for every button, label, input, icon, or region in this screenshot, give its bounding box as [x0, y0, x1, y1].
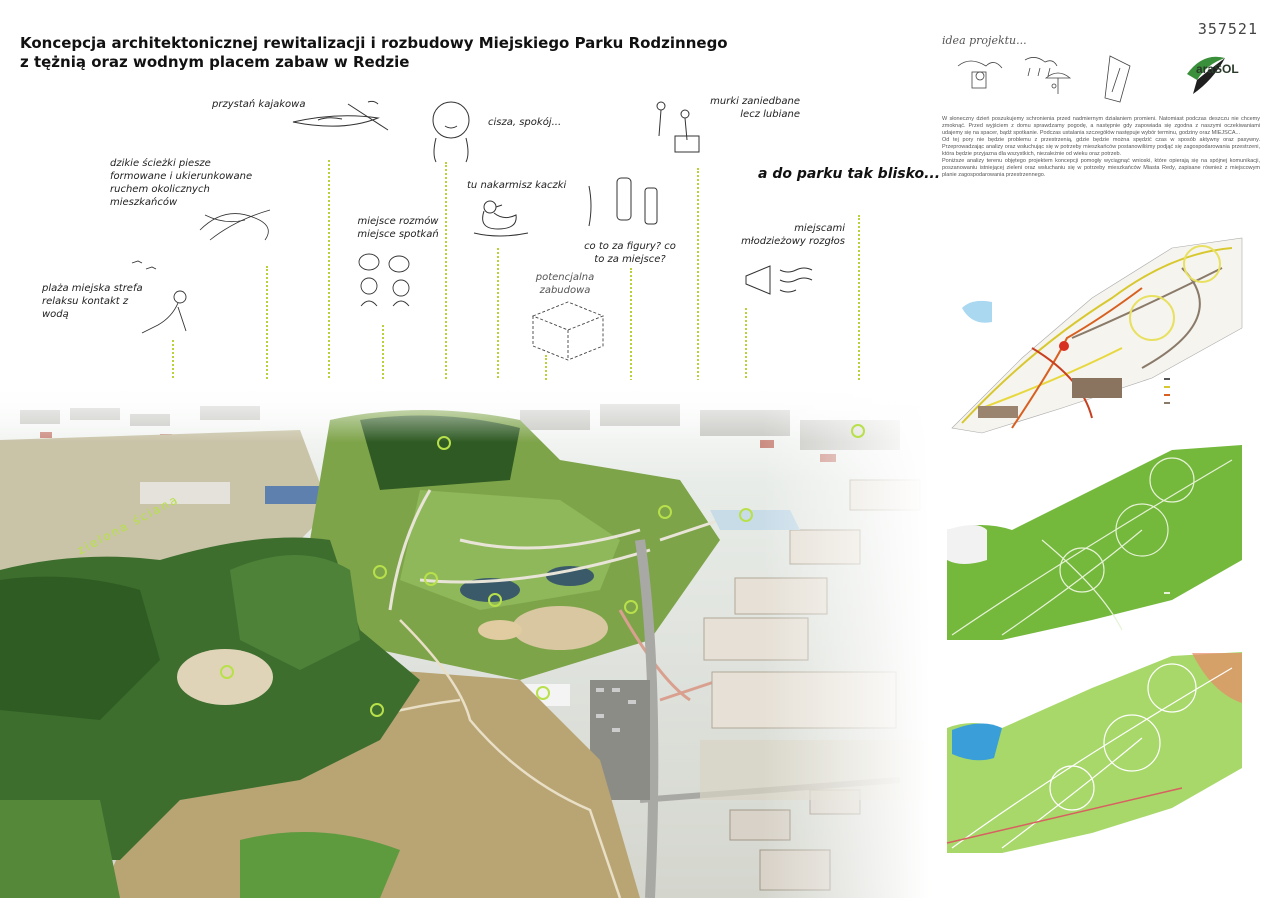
location-marker — [488, 593, 502, 607]
leader-line — [745, 308, 747, 394]
leader-line — [497, 248, 499, 394]
walls-people-sketch — [656, 101, 700, 153]
poster-title: Koncepcja architektonicznej rewitalizacj… — [20, 34, 728, 72]
greenery-plan — [947, 445, 1242, 640]
entry-code: 357521 — [1197, 20, 1258, 38]
aerial-photo — [0, 380, 930, 898]
description-paragraph: Od tej pory nie będzie problemu z przest… — [942, 137, 1260, 157]
megaphone-sketch — [745, 265, 813, 295]
slogan: a do parku tak blisko... — [758, 166, 941, 182]
location-marker — [220, 665, 234, 679]
idea-label: idea projektu... — [942, 34, 1027, 47]
beach-person-sketch — [131, 260, 187, 334]
note-walls: murki zaniedbane lecz lubiane — [710, 96, 800, 120]
wild-paths-sketch — [199, 209, 271, 241]
description-paragraph: Poniższe analizy terenu objętego projekt… — [942, 158, 1260, 178]
location-marker — [437, 436, 451, 450]
location-marker — [739, 508, 753, 522]
leader-line — [445, 162, 447, 390]
note-wild-paths: dzikie ścieżki piesze formowane i ukieru… — [110, 158, 253, 208]
title-line-1: Koncepcja architektonicznej rewitalizacj… — [20, 34, 728, 52]
location-marker — [658, 505, 672, 519]
description-paragraph: W słoneczny dzień poszukujemy schronieni… — [942, 116, 1260, 136]
project-description: W słoneczny dzień poszukujemy schronieni… — [942, 116, 1260, 179]
note-quiet: cisza, spokój... — [488, 117, 562, 128]
location-marker — [624, 600, 638, 614]
leader-line — [630, 268, 632, 393]
location-marker — [373, 565, 387, 579]
leader-line — [328, 160, 330, 390]
circulation-plan — [951, 237, 1243, 434]
idea-sketches — [957, 55, 1131, 103]
location-marker — [851, 424, 865, 438]
note-building: potencjalna zabudowa — [535, 272, 595, 296]
land-use-plan — [946, 652, 1242, 853]
note-ducks: tu nakarmisz kaczki — [467, 180, 567, 191]
location-marker — [424, 572, 438, 586]
parasol-logo-icon — [1187, 56, 1225, 94]
leader-line — [858, 215, 860, 415]
building-cube-sketch — [531, 301, 605, 361]
leader-line — [545, 355, 547, 395]
location-marker — [536, 686, 550, 700]
note-kayak: przystań kajakowa — [212, 99, 306, 110]
note-youth: miejscami młodzieżowy rozgłos — [741, 223, 845, 247]
leader-line — [266, 266, 268, 391]
kayak-sketch — [292, 100, 389, 131]
note-figures: co to za figury? co to za miejsce? — [584, 241, 676, 265]
location-marker — [370, 703, 384, 717]
note-meeting: miejsce rozmów miejsce spotkań — [357, 216, 439, 240]
meeting-sketch — [358, 253, 410, 307]
title-line-2: z tężnią oraz wodnym placem zabaw w Redz… — [20, 53, 410, 71]
duck-sketch — [473, 200, 529, 237]
quiet-face-sketch — [432, 101, 470, 163]
note-beach: plaża miejska strefa relaksu kontakt z w… — [42, 283, 143, 320]
figures-sketch — [588, 177, 658, 227]
leader-line — [382, 325, 384, 395]
logo-text: araSOL — [1196, 62, 1239, 76]
leader-line — [697, 168, 699, 393]
